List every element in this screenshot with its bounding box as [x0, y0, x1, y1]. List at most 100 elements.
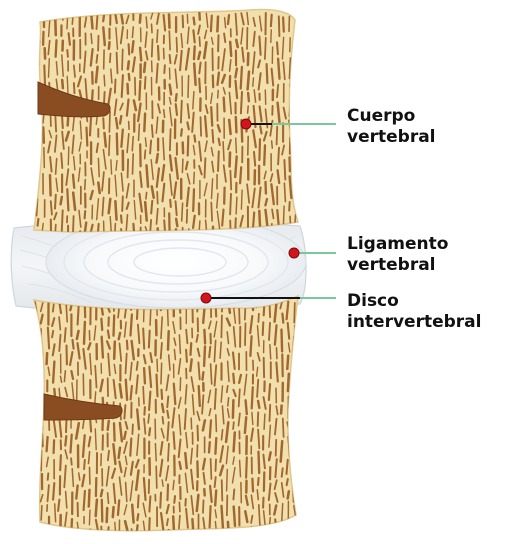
trabecula-mark: [119, 333, 120, 339]
trabecula-mark: [71, 371, 73, 379]
trabecula-mark: [84, 460, 85, 469]
trabecula-mark: [62, 210, 63, 231]
trabecula-mark: [107, 508, 108, 522]
trabecula-mark: [211, 203, 212, 221]
trabecula-mark: [283, 419, 284, 438]
trabecula-mark: [101, 490, 102, 496]
trabecula-mark: [160, 493, 161, 508]
trabecula-mark: [259, 211, 260, 226]
trabecula-mark: [146, 193, 147, 199]
trabecula-mark: [132, 27, 133, 38]
trabecula-mark: [145, 202, 147, 220]
trabecula-mark: [119, 448, 120, 458]
trabecula-mark: [36, 161, 39, 173]
trabecula-mark: [260, 126, 261, 133]
trabecula-mark: [198, 52, 200, 59]
trabecula-mark: [121, 130, 122, 147]
label-cuerpo-vertebral: Cuerpo vertebral: [347, 106, 436, 148]
trabecula-mark: [164, 15, 166, 30]
trabecula-mark: [52, 331, 53, 338]
trabecula-mark: [114, 315, 115, 335]
trabecula-mark: [143, 329, 144, 349]
trabecula-mark: [236, 117, 237, 132]
trabecula-mark: [122, 196, 123, 211]
trabecula-mark: [41, 506, 42, 520]
trabecula-mark: [103, 27, 105, 45]
trabecula-mark: [157, 359, 158, 371]
trabecula-mark: [205, 158, 206, 178]
trabecula-mark: [133, 154, 134, 174]
trabecula-mark: [111, 160, 112, 174]
trabecula-mark: [227, 386, 228, 392]
trabecula-mark: [41, 373, 42, 386]
trabecula-mark: [236, 81, 238, 98]
trabecula-mark: [179, 502, 180, 511]
trabecula-mark: [117, 134, 118, 155]
trabecula-mark: [167, 422, 168, 440]
trabecula-mark: [162, 404, 163, 412]
trabecula-mark: [277, 42, 278, 54]
trabecula-mark: [259, 505, 260, 526]
trabecula-mark: [98, 183, 99, 193]
trabecula-mark: [215, 477, 216, 487]
trabecula-mark: [83, 530, 85, 544]
trabecula-mark: [276, 440, 277, 456]
trabecula-mark: [38, 219, 39, 226]
trabecula-mark: [209, 442, 210, 452]
trabecula-mark: [288, 525, 290, 544]
trabecula-mark: [227, 470, 228, 491]
trabecula-mark: [201, 117, 202, 136]
trabecula-mark: [114, 423, 115, 440]
trabecula-mark: [186, 162, 188, 169]
trabecula-mark: [71, 435, 72, 453]
trabecula-mark: [65, 531, 68, 544]
trabecula-mark: [250, 336, 251, 356]
trabecula-mark: [180, 462, 181, 469]
trabecula-mark: [126, 380, 127, 400]
trabecula-mark: [113, 507, 114, 517]
trabecula-mark: [139, 124, 140, 140]
trabecula-mark: [222, 506, 223, 528]
trabecula-mark: [169, 31, 170, 50]
label-disco-intervertebral-line2: intervertebral: [347, 312, 481, 333]
trabecula-mark: [228, 398, 229, 406]
trabecula-mark: [218, 151, 219, 171]
trabecula-mark: [240, 460, 241, 476]
trabecula-mark: [210, 420, 211, 437]
trabecula-mark: [174, 350, 175, 360]
trabecula-mark: [236, 40, 237, 47]
trabecula-mark: [74, 83, 75, 93]
trabecula-mark: [42, 416, 43, 429]
trabecula-mark: [56, 159, 57, 175]
trabecula-mark: [252, 479, 253, 492]
trabecula-mark: [183, 16, 184, 28]
trabecula-mark: [234, 507, 235, 526]
trabecula-mark: [120, 384, 122, 397]
trabecula-mark: [193, 216, 195, 228]
trabecula-mark: [151, 201, 152, 214]
trabecula-mark: [115, 13, 117, 23]
trabecula-mark: [61, 376, 62, 382]
trabecula-mark: [132, 424, 133, 434]
trabecula-mark: [58, 500, 59, 511]
trabecula-mark: [152, 39, 153, 56]
trabecula-mark: [124, 405, 125, 418]
trabecula-mark: [126, 354, 127, 374]
trabecula-mark: [278, 148, 279, 165]
trabecula-mark: [203, 372, 204, 380]
trabecula-mark: [230, 42, 231, 56]
trabecula-mark: [137, 362, 138, 370]
trabecula-mark: [64, 371, 65, 382]
trabecula-mark: [73, 175, 74, 188]
trabecula-mark: [275, 325, 277, 344]
trabecula-mark: [297, 96, 298, 114]
trabecula-mark: [170, 200, 171, 207]
trabecula-mark: [150, 141, 151, 154]
trabecula-mark: [228, 522, 229, 542]
trabecula-mark: [50, 175, 51, 195]
trabecula-mark: [35, 496, 36, 511]
trabecula-mark: [252, 412, 253, 424]
trabecula-mark: [169, 15, 170, 28]
trabecula-mark: [245, 323, 246, 345]
trabecula-mark: [248, 106, 249, 113]
